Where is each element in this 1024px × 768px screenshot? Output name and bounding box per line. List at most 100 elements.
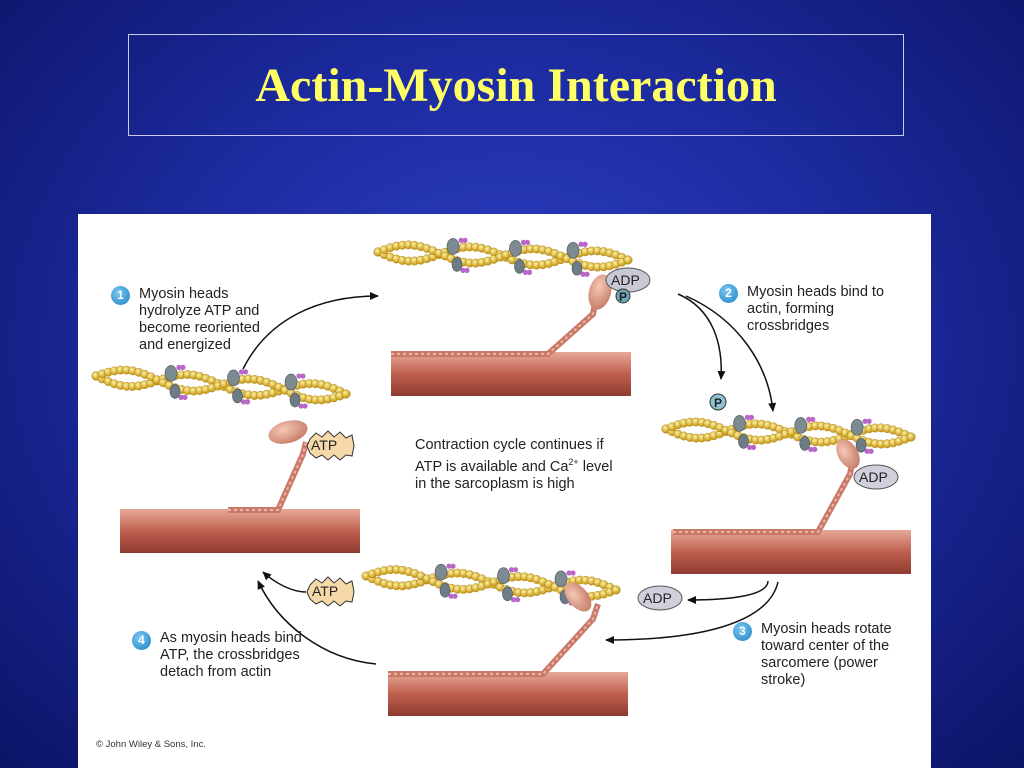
troponin-ion	[524, 239, 531, 245]
troponin-ion	[298, 403, 304, 409]
troponin-ion	[448, 593, 454, 599]
troponin-ion	[566, 570, 572, 576]
thick-filament-3	[671, 530, 911, 574]
actin-filament-2	[373, 237, 633, 277]
troponin	[434, 563, 448, 581]
troponin	[514, 259, 525, 274]
arrow-step2-to-step3	[685, 295, 777, 412]
troponin-ion	[806, 416, 812, 422]
step-4-number: 4	[132, 631, 151, 650]
troponin-ion	[238, 369, 245, 375]
step-2-text: Myosin heads bind to actin, forming cros…	[747, 284, 884, 335]
step-1-number: 1	[111, 286, 130, 305]
troponin-ion	[244, 399, 251, 405]
thick-filament-4	[388, 672, 628, 716]
troponin-ion	[176, 364, 182, 370]
step-3-line-3: sarcomere (power	[761, 655, 878, 671]
troponin-ion	[510, 597, 517, 603]
thick-filament-1	[120, 509, 360, 553]
diagram-panel: ATP ADP P P ADP ADP ATP	[78, 214, 931, 768]
troponin	[284, 373, 298, 391]
troponin	[554, 570, 568, 588]
step-2-number: 2	[719, 284, 738, 303]
phosphate-released: P	[709, 393, 727, 411]
arrow-step4-to-step1	[257, 580, 377, 665]
center-note: Contraction cycle continues if ATP is av…	[415, 437, 613, 493]
troponin	[738, 434, 749, 449]
step-1-line-2: hydrolyze ATP and	[139, 303, 260, 319]
troponin	[169, 384, 181, 399]
atp-label-4: ATP	[312, 583, 338, 599]
troponin-ion	[584, 271, 590, 277]
troponin	[566, 241, 580, 259]
troponin-ion	[302, 403, 308, 409]
atp-label-1: ATP	[311, 437, 337, 453]
step-1-line-3: become reoriented	[139, 320, 260, 336]
actin-filament-1	[91, 364, 351, 409]
arrow-atp-binding	[262, 571, 307, 593]
troponin-ion	[240, 399, 247, 405]
step-1-line-4: and energized	[139, 337, 231, 353]
troponin-ion	[582, 241, 588, 247]
step-1-line-1: Myosin heads	[139, 286, 229, 302]
troponin-ion	[512, 567, 519, 573]
actin-bead	[611, 585, 621, 595]
adp-label-released: ADP	[643, 590, 672, 606]
troponin-ion	[520, 239, 527, 245]
actin-filament-4	[361, 563, 621, 606]
atp-badge-4: ATP	[306, 576, 355, 607]
troponin	[799, 436, 811, 451]
troponin-ion	[868, 448, 874, 454]
troponin-ion	[460, 267, 466, 273]
copyright: © John Wiley & Sons, Inc.	[96, 739, 206, 750]
troponin-ion	[462, 237, 468, 243]
troponin-ion	[578, 241, 584, 247]
step-4-line-3: detach from actin	[160, 664, 272, 680]
troponin	[850, 418, 864, 436]
troponin-ion	[812, 446, 818, 452]
troponin-ion	[810, 416, 816, 422]
step-3-line-4: stroke)	[761, 672, 806, 688]
arrow-release-adp	[687, 580, 769, 604]
troponin	[446, 238, 460, 255]
troponin	[794, 417, 808, 434]
troponin-ion	[808, 446, 814, 452]
troponin-ion	[450, 563, 456, 569]
atp-badge-1: ATP	[306, 430, 355, 461]
troponin-ion	[864, 448, 870, 454]
troponin-ion	[178, 394, 184, 400]
troponin-ion	[180, 364, 186, 370]
phosphate-label-released: P	[714, 396, 722, 410]
step-4-text: As myosin heads bind ATP, the crossbridg…	[160, 630, 302, 681]
step-2-line-2: actin, forming	[747, 301, 835, 317]
step-3-text: Myosin heads rotate toward center of the…	[761, 621, 892, 689]
troponin	[289, 392, 301, 408]
troponin-ion	[452, 593, 458, 599]
troponin-ion	[866, 418, 872, 424]
step-1-text: Myosin heads hydrolyze ATP and become re…	[139, 286, 260, 354]
troponin	[232, 388, 243, 404]
myosin-head-1	[228, 420, 309, 513]
step-2-line-3: crossbridges	[747, 318, 830, 334]
adp-badge-3: ADP	[853, 464, 899, 490]
troponin-ion	[242, 369, 249, 375]
cycle-diagram: ATP ADP P P ADP ADP ATP	[91, 237, 916, 716]
troponin	[855, 437, 867, 453]
troponin	[439, 582, 451, 598]
actin-bead	[906, 432, 916, 442]
actin-bead	[341, 389, 351, 399]
phosphate-label-2: P	[619, 290, 627, 304]
step-3-line-1: Myosin heads rotate	[761, 621, 892, 637]
myosin-head-3	[673, 439, 860, 535]
troponin	[509, 240, 522, 257]
step-4-line-1: As myosin heads bind	[160, 630, 302, 646]
troponin-ion	[526, 269, 533, 275]
step-3-line-2: toward center of the	[761, 638, 890, 654]
troponin	[502, 586, 513, 602]
adp-label-2: ADP	[611, 272, 640, 288]
myosin-head-2	[391, 274, 612, 357]
troponin-ion	[522, 269, 529, 275]
troponin-ion	[862, 418, 868, 424]
troponin-ion	[570, 570, 576, 576]
title-box: Actin-Myosin Interaction	[128, 34, 904, 136]
